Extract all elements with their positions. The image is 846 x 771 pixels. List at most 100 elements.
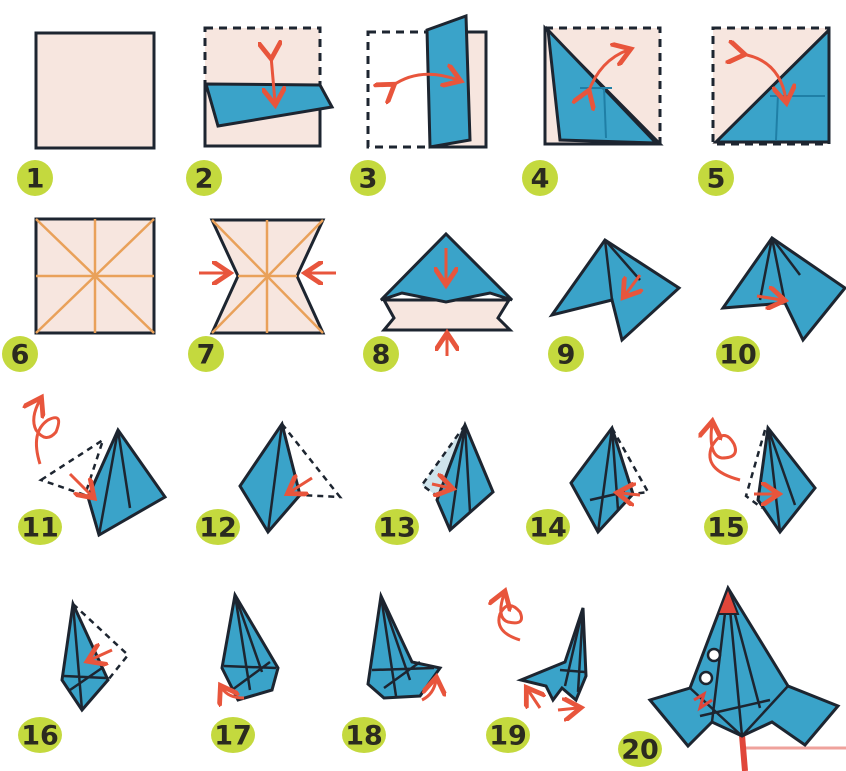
folded-shape xyxy=(516,607,588,703)
step-badge-12: 12 xyxy=(196,509,240,545)
badge-circle xyxy=(548,336,584,372)
exhaust-line xyxy=(739,734,748,771)
folded-shape xyxy=(366,590,443,700)
step-badge-2: 2 xyxy=(186,160,222,196)
step-15 xyxy=(710,424,817,535)
step-badge-19: 19 xyxy=(486,717,530,753)
step-number: 18 xyxy=(345,721,383,752)
rocket-decoration xyxy=(693,690,713,712)
dashed-flap xyxy=(744,429,767,509)
badge-circle xyxy=(522,160,558,196)
step-number: 1 xyxy=(26,164,45,195)
step-number: 11 xyxy=(21,513,59,544)
step-number: 5 xyxy=(707,164,726,195)
badge-circle xyxy=(704,509,748,545)
fold-arrow xyxy=(421,680,436,702)
folded-flap xyxy=(425,13,472,149)
dashed-flap xyxy=(72,603,130,681)
step-badge-10: 10 xyxy=(716,336,760,372)
folded-shape xyxy=(548,237,682,343)
folded-shape xyxy=(569,424,635,535)
turn-over-arrow xyxy=(499,594,523,642)
step-number: 19 xyxy=(489,721,527,752)
folded-shape xyxy=(60,598,110,713)
badge-circle xyxy=(486,717,530,753)
dashed-flap xyxy=(281,423,343,499)
paper-square xyxy=(34,31,156,150)
step-20-rocket xyxy=(647,584,846,771)
badge-circle xyxy=(375,509,419,545)
step-badge-1: 1 xyxy=(17,160,53,196)
step-14 xyxy=(569,424,650,535)
badge-circle xyxy=(350,160,386,196)
fold-arrow-left xyxy=(528,690,540,708)
porthole-top xyxy=(706,647,722,663)
step-badge-7: 7 xyxy=(188,336,224,372)
fold-arrow-right xyxy=(557,708,578,710)
step-badge-14: 14 xyxy=(526,509,570,545)
step-badge-18: 18 xyxy=(342,717,386,753)
badge-circle xyxy=(18,509,62,545)
step-1 xyxy=(34,31,156,150)
badge-circle xyxy=(188,336,224,372)
step-badge-15: 15 xyxy=(704,509,748,545)
step-17 xyxy=(220,590,280,702)
step-number: 20 xyxy=(621,735,659,766)
step-9 xyxy=(548,237,682,343)
badge-circle xyxy=(18,717,62,753)
step-6 xyxy=(34,217,156,335)
step-number: 10 xyxy=(719,340,757,371)
step-5 xyxy=(711,26,831,146)
step-number: 12 xyxy=(199,513,237,544)
step-badge-17: 17 xyxy=(211,717,255,753)
step-number: 9 xyxy=(557,340,576,371)
rocket-body xyxy=(647,584,841,749)
folded-shape xyxy=(220,590,280,702)
step-number: 2 xyxy=(195,164,214,195)
fold-arrow xyxy=(588,50,628,93)
step-badge-11: 11 xyxy=(18,509,62,545)
badge-circle xyxy=(17,160,53,196)
step-badge-8: 8 xyxy=(363,336,399,372)
step-10 xyxy=(719,235,846,343)
step-number: 13 xyxy=(378,513,416,544)
fold-arrow xyxy=(68,472,92,496)
step-number: 3 xyxy=(359,164,378,195)
step-4 xyxy=(543,24,664,146)
turn-over-arrow xyxy=(710,424,741,482)
step-badge-4: 4 xyxy=(522,160,558,196)
fold-arrow xyxy=(620,493,641,495)
turn-over-arrow xyxy=(34,400,61,465)
step-number: 4 xyxy=(531,164,550,195)
badge-circle xyxy=(211,717,255,753)
step-badge-3: 3 xyxy=(350,160,386,196)
porthole-bottom xyxy=(698,670,714,686)
step-number: 15 xyxy=(707,513,745,544)
badge-circle xyxy=(2,336,38,372)
step-badge-6: 6 xyxy=(2,336,38,372)
step-3 xyxy=(366,13,488,149)
fold-arrow xyxy=(431,484,450,488)
step-number: 7 xyxy=(197,340,216,371)
dashed-flap xyxy=(420,424,467,503)
fold-arrow xyxy=(756,296,782,300)
step-7 xyxy=(199,218,336,335)
rocket-tip xyxy=(716,585,740,615)
fold-arrow xyxy=(90,650,113,660)
crease-lines xyxy=(35,218,155,334)
step-badge-9: 9 xyxy=(548,336,584,372)
fold-arrow xyxy=(742,54,786,100)
dashed-flap xyxy=(610,427,650,496)
fold-arrow xyxy=(271,56,275,102)
step-number: 16 xyxy=(21,721,59,752)
step-12 xyxy=(238,420,343,535)
step-number: 17 xyxy=(214,721,252,752)
step-11 xyxy=(34,400,168,538)
fold-arrow xyxy=(625,274,640,295)
fold-arrow xyxy=(392,74,458,86)
badge-circle xyxy=(698,160,734,196)
step-number: 14 xyxy=(529,513,567,544)
step-badge-13: 13 xyxy=(375,509,419,545)
fold-arrow xyxy=(222,688,245,698)
badge-circle xyxy=(716,336,760,372)
